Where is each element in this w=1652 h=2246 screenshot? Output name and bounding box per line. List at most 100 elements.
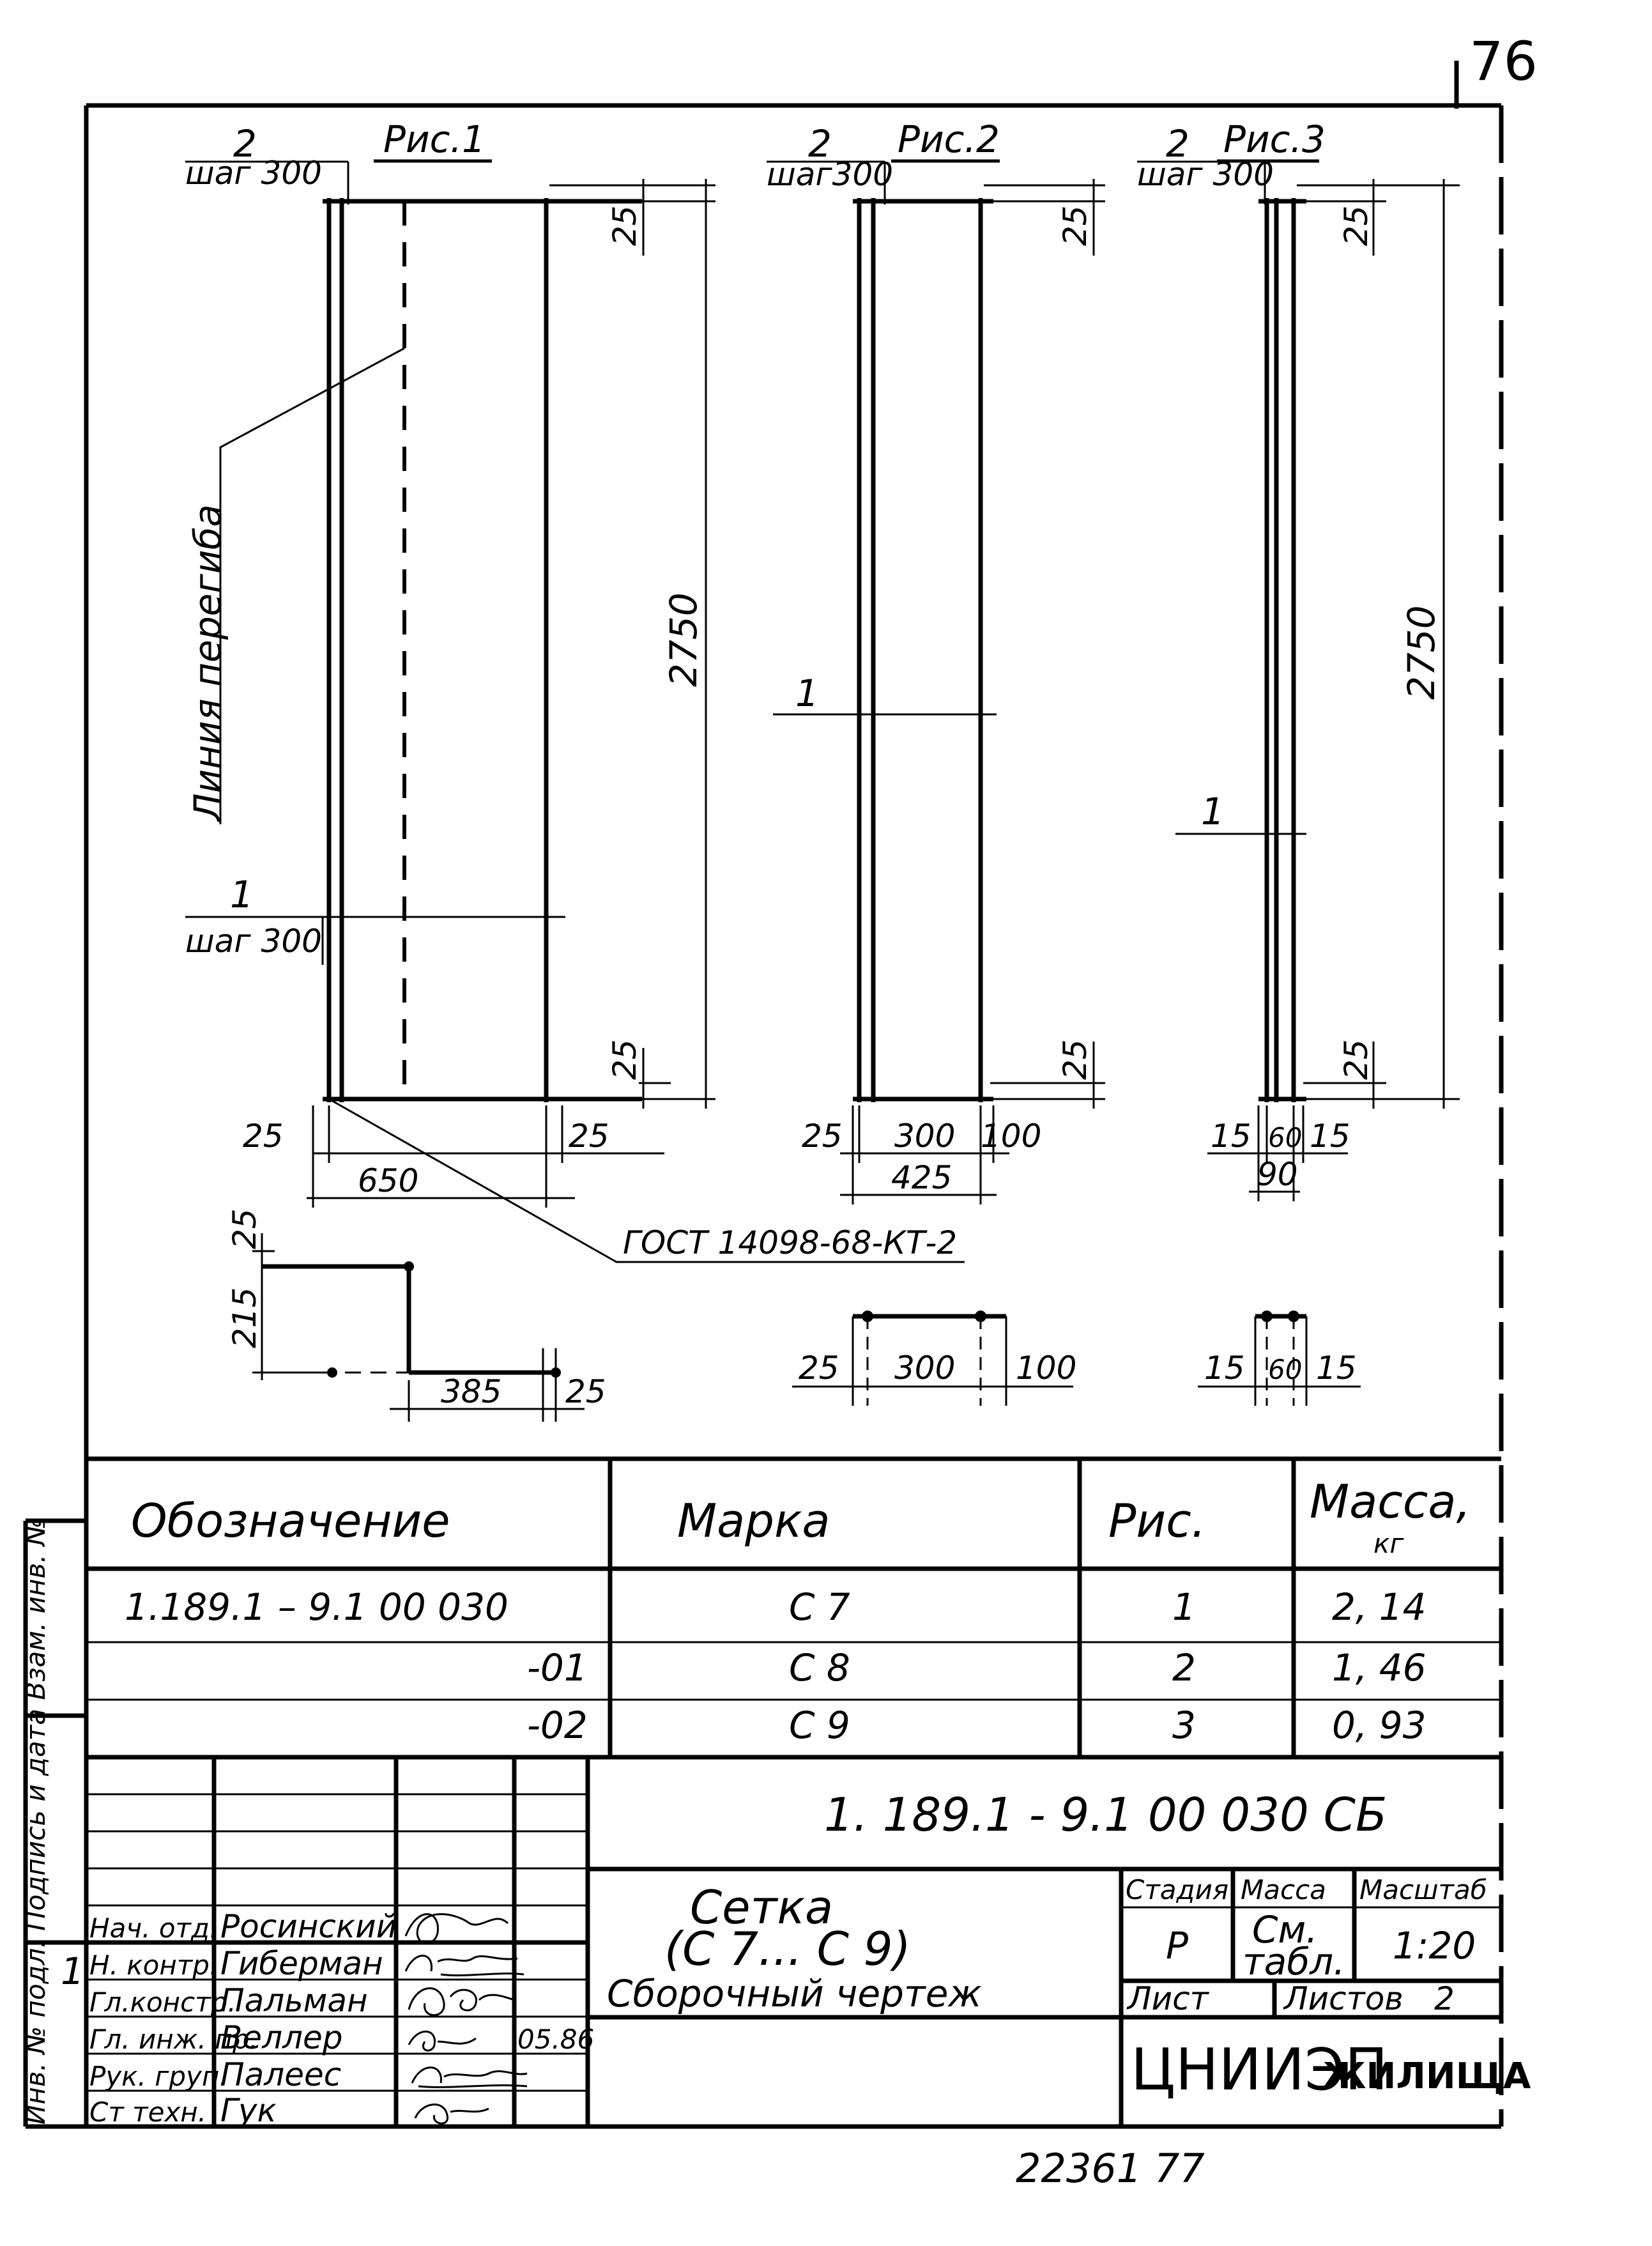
spec-header-fig: Рис. [1108, 1494, 1206, 1548]
spec-header-mark: Марка [677, 1494, 830, 1548]
fig1-right-offset: 25 [569, 1118, 609, 1155]
table-row: 1.189.1 – 9.1 00 030 С 7 1 2, 14 [125, 1585, 1426, 1629]
row1-mass: 2, 14 [1332, 1585, 1426, 1629]
side-digit: 1 [61, 1950, 84, 1993]
fig3-bar1-num: 1 [1201, 790, 1225, 833]
fig3-bottom-offset: 25 [1338, 1039, 1375, 1080]
fig1-bar2-step: шаг 300 [185, 155, 322, 192]
fig3-sec-right: 15 [1316, 1350, 1357, 1387]
sheet-label: Лист [1126, 1980, 1210, 2017]
org-name-main: ЦНИИЭП [1131, 2036, 1388, 2104]
role-cell: Нач. отд. [89, 1912, 218, 1944]
spec-table: Обозначение Марка Рис. Масса, кг 1.189.1… [84, 1456, 1501, 2127]
figure-2: Рис.2 2 шаг300 1 25 25 25 300 100 425 [767, 118, 1105, 1406]
row2-mark: С 8 [789, 1646, 850, 1689]
fig2-right-offset: 100 [981, 1118, 1041, 1155]
doc-type: Сборочный чертеж [607, 1972, 982, 2015]
fig2-left-offset: 25 [802, 1118, 843, 1155]
spec-header-designation: Обозначение [131, 1494, 450, 1548]
row1-mark: С 7 [789, 1585, 850, 1629]
sign-row: Гл.констр. Пальман [89, 1982, 368, 2019]
fig1-height: 2750 [662, 592, 705, 687]
fig2-sec-right: 100 [1016, 1350, 1076, 1387]
fig3-sec-left: 15 [1204, 1350, 1245, 1387]
sheet-frame [26, 103, 1504, 2129]
sign-row: Ст техн. Гук [89, 2092, 277, 2129]
fig3-height: 2750 [1400, 605, 1443, 700]
fig3-right-offset: 15 [1310, 1118, 1350, 1155]
role-cell: Н. контр. [89, 1950, 218, 1981]
name-cell: Гиберман [220, 1945, 383, 1982]
fig1-width: 650 [358, 1162, 418, 1199]
fig2-mid: 300 [894, 1118, 955, 1155]
fig1-sec-right: 25 [565, 1373, 606, 1410]
fig1-title: Рис.1 [383, 118, 486, 161]
sign-row: Нач. отд. Росинский [89, 1908, 397, 1945]
doc-name: Сетка [690, 1881, 833, 1934]
fig2-bottom-offset: 25 [1057, 1039, 1094, 1080]
fig3-top-offset: 25 [1338, 205, 1375, 246]
name-cell: Росинский [220, 1908, 397, 1945]
fig1-bar1-num: 1 [230, 873, 254, 916]
row3-fig: 3 [1172, 1704, 1196, 1747]
row1-fig: 1 [1172, 1585, 1196, 1629]
fig3-mid: 60 [1268, 1122, 1302, 1153]
mass-header: Масса [1241, 1874, 1326, 1905]
table-row: -02 С 9 3 0, 93 [527, 1704, 1426, 1747]
row2-designation: -01 [527, 1646, 588, 1689]
fig1-left-offset: 25 [243, 1118, 284, 1155]
figure-3: Рис.3 2 шаг 300 1 25 2750 25 15 60 15 90 [1137, 118, 1460, 1406]
fig3-bar2-num: 2 [1166, 122, 1189, 165]
fig1-bottom-offset: 25 [606, 1039, 643, 1080]
title-block: Нач. отд. Росинский Н. контр. Гиберман Г… [86, 1757, 1531, 2129]
org-name-sub: ЖИЛИЩА [1322, 2056, 1531, 2097]
scale-header: Масштаб [1359, 1874, 1487, 1905]
fig2-sec-mid: 300 [894, 1350, 955, 1387]
doc-name-marks: (С 7... С 9) [664, 1922, 911, 1976]
fig3-bar2-step: шаг 300 [1137, 156, 1274, 193]
row2-fig: 2 [1172, 1646, 1196, 1689]
row1-designation: 1.189.1 – 9.1 00 030 [125, 1585, 509, 1629]
fig2-bar2-step: шаг300 [767, 156, 893, 193]
fig2-sec-left: 25 [799, 1350, 839, 1387]
fig1-bar2-num: 2 [233, 122, 257, 165]
role-cell: Гл.констр. [89, 1987, 236, 2018]
fig3-width: 90 [1257, 1156, 1298, 1193]
mass-value-line2: табл. [1243, 1940, 1345, 1983]
sign-row: Рук. груп. Палеес [89, 2056, 341, 2093]
row2-mass: 1, 46 [1332, 1646, 1426, 1689]
row3-mass: 0, 93 [1332, 1704, 1426, 1747]
role-cell: Рук. груп. [89, 2061, 228, 2092]
name-cell: Гук [220, 2092, 277, 2129]
stage-value: Р [1166, 1924, 1188, 1967]
sign-row: Н. контр. Гиберман [89, 1945, 383, 1982]
name-cell: Палеес [220, 2056, 341, 2093]
fig3-left-offset: 15 [1211, 1118, 1251, 1155]
role-cell: Ст техн. [89, 2096, 206, 2128]
fig1-top-offset: 25 [606, 205, 643, 246]
role-cell: Гл. инж. пр. [89, 2024, 258, 2055]
spec-header-mass: Масса, [1310, 1475, 1471, 1528]
row3-designation: -02 [527, 1704, 588, 1747]
sign-date: 05.86 [517, 2024, 594, 2055]
fig3-sec-mid: 60 [1268, 1354, 1302, 1385]
sheets-label: Листов [1283, 1980, 1403, 2017]
sign-row: Гл. инж. пр. Веллер [89, 2019, 342, 2056]
figure-1: Рис.1 2 шаг 300 Линия перегиба 1 шаг 300… [185, 118, 965, 1422]
doc-code: 1. 189.1 - 9.1 00 030 СБ [824, 1788, 1387, 1842]
side-stamp: Инв. № подл. Подпись и дата Взам. инв. №… [20, 1518, 86, 2127]
fig1-sec-width: 385 [441, 1373, 501, 1410]
name-cell: Пальман [220, 1982, 368, 2019]
fig2-title: Рис.2 [898, 118, 1000, 161]
scale-value: 1:20 [1393, 1924, 1476, 1967]
stage-header: Стадия [1126, 1874, 1228, 1905]
footer-number: 22361 77 [1016, 2145, 1205, 2192]
fig1-sec-height: 215 [226, 1288, 263, 1348]
side-stamp-text: Инв. № подл. Подпись и дата Взам. инв. № [20, 1518, 51, 2125]
mass-value-line1: См. [1252, 1908, 1318, 1951]
signatures [404, 1913, 528, 2125]
row3-mark: С 9 [789, 1704, 850, 1747]
fig1-bend-label: Линия перегиба [186, 504, 229, 822]
spec-header-mass-unit: кг [1373, 1528, 1404, 1559]
